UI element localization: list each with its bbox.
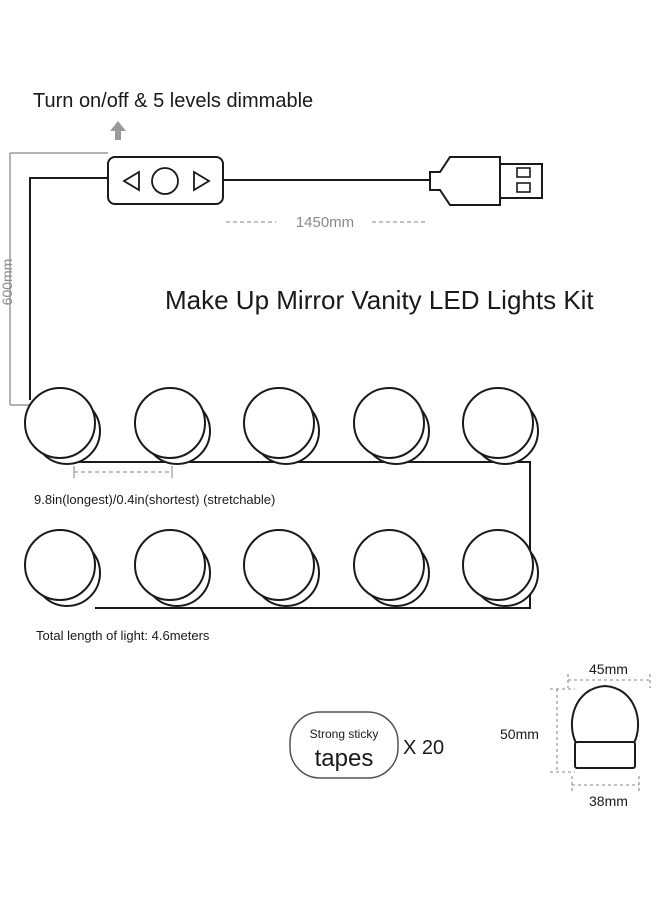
tapes-quantity: X 20 [403, 737, 445, 759]
total-length-label: Total length of light: 4.6meters [36, 628, 210, 643]
bulb-base-width-label: 38mm [589, 793, 628, 809]
vertical-dimension-line [9, 152, 108, 406]
power-button-icon [151, 167, 179, 195]
tapes-line1: Strong sticky [310, 727, 379, 741]
bulb-dimension-drawing [550, 674, 651, 792]
bottom-bulb-row [24, 529, 539, 607]
vertical-dimension-label: 600mm [0, 259, 15, 306]
bulb-top-width-label: 45mm [589, 661, 628, 677]
feature-text: Turn on/off & 5 levels dimmable [33, 90, 314, 112]
led-bulb [243, 387, 320, 465]
led-bulb [353, 387, 430, 465]
led-bulb [462, 529, 539, 607]
up-arrow-icon [110, 121, 126, 140]
led-bulb [462, 387, 539, 465]
tapes-line2: tapes [315, 745, 374, 772]
led-bulb [353, 529, 430, 607]
cable-dimension-label: 1450mm [296, 214, 354, 231]
page-title: Make Up Mirror Vanity LED Lights Kit [165, 285, 594, 315]
sticky-tapes-badge: Strong sticky tapes [289, 711, 399, 779]
led-bulb [24, 529, 101, 607]
bulb-spacing-label: 9.8in(longest)/0.4in(shortest) (stretcha… [34, 492, 276, 507]
led-bulb [243, 529, 320, 607]
led-bulb [24, 387, 101, 465]
usb-plug-icon [429, 156, 543, 206]
dimmer-controller [107, 156, 224, 205]
bulb-spacing-dimension [73, 466, 173, 478]
top-bulb-row [24, 387, 539, 465]
right-arrow-icon [193, 170, 211, 192]
bulb-height-label: 50mm [500, 726, 539, 742]
led-bulb [134, 529, 211, 607]
led-bulb [134, 387, 211, 465]
left-arrow-icon [122, 170, 140, 192]
